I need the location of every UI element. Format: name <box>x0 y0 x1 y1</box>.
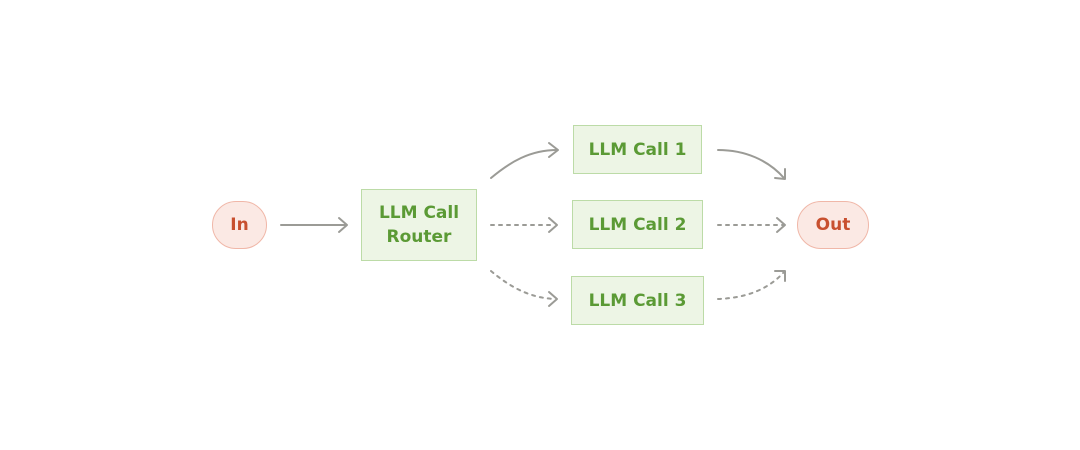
edge-call-1-to-out <box>717 149 786 180</box>
llm-call-1-node: LLM Call 1 <box>573 125 702 174</box>
edge-in-to-router <box>280 217 348 233</box>
edge-router-to-call-2 <box>490 217 558 233</box>
edge-router-to-call-3 <box>490 270 558 307</box>
router-node-label-line-1: LLM Call <box>378 203 460 223</box>
output-node: Out <box>797 201 869 249</box>
input-node-label: In <box>230 215 249 235</box>
router-node: LLM Call Router <box>361 189 477 261</box>
edge-call-3-to-out <box>717 270 786 300</box>
output-node-label: Out <box>815 215 851 235</box>
llm-call-2-label: LLM Call 2 <box>588 214 687 235</box>
edge-call-2-to-out <box>717 217 786 233</box>
llm-call-3-label: LLM Call 3 <box>588 290 687 311</box>
llm-call-2-node: LLM Call 2 <box>572 200 703 249</box>
input-node: In <box>212 201 267 249</box>
edge-router-to-call-1 <box>490 142 559 179</box>
router-node-label-line-2: Router <box>386 227 452 247</box>
llm-call-3-node: LLM Call 3 <box>571 276 704 325</box>
llm-call-1-label: LLM Call 1 <box>588 139 687 160</box>
